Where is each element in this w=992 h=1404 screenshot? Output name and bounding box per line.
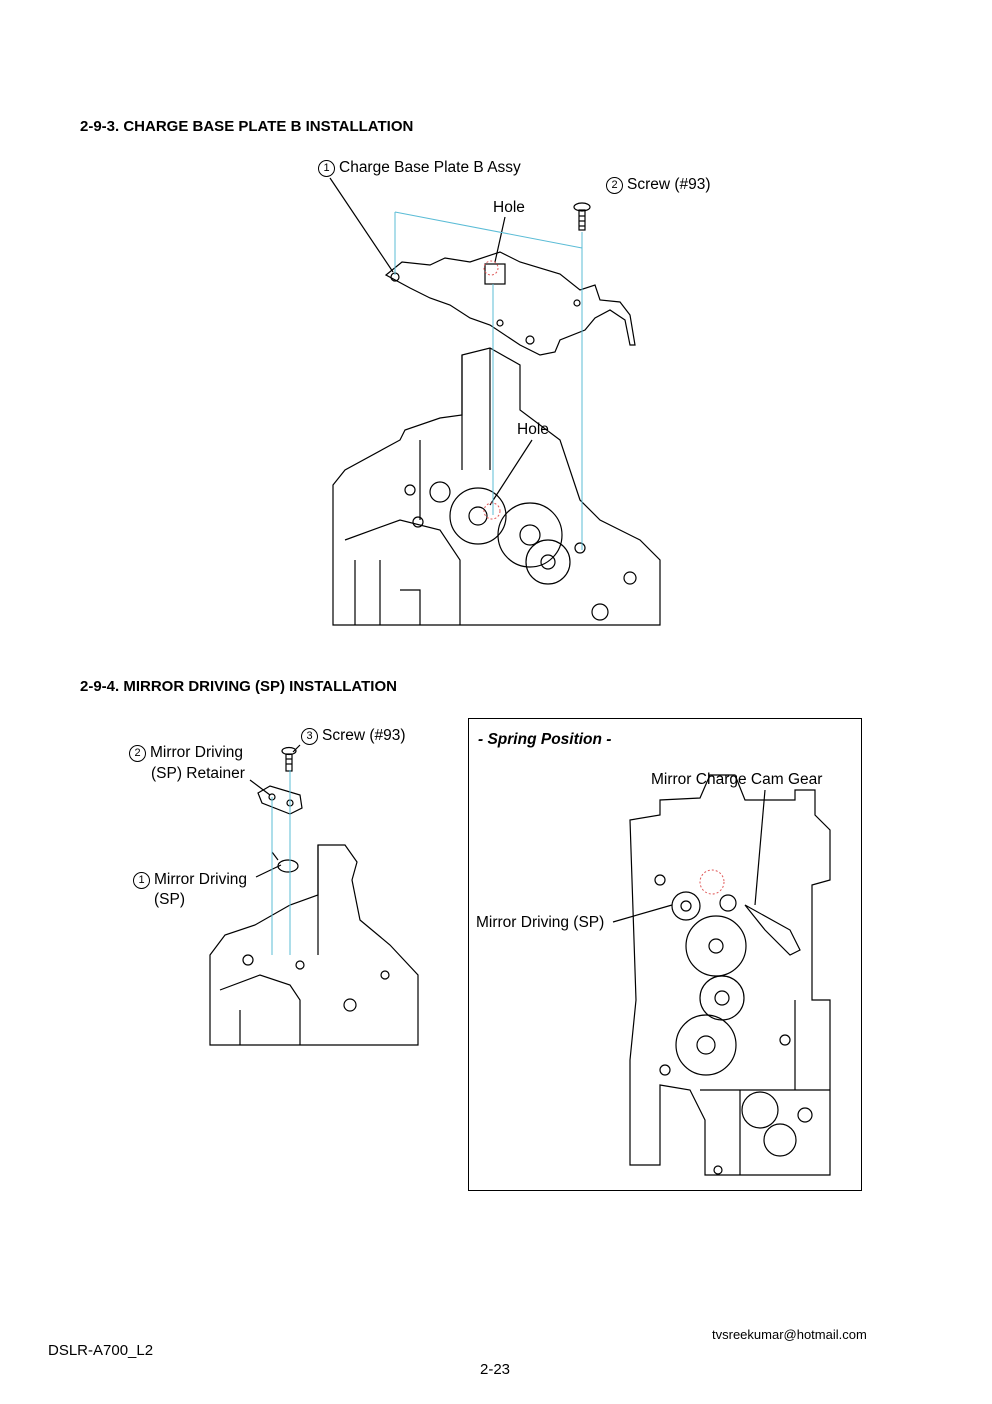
guide-line xyxy=(394,211,583,249)
chassis-outline-small xyxy=(209,844,419,1046)
callout-text: Screw (#93) xyxy=(322,727,406,744)
callout-text: Charge Base Plate B Assy xyxy=(339,159,521,176)
footer-page-number: 2-23 xyxy=(480,1361,511,1378)
gear-icon xyxy=(525,539,571,585)
callout-mirror-driving-retainer-line2: (SP) Retainer xyxy=(151,765,245,782)
hole-highlight xyxy=(483,502,501,520)
callout-text: Screw (#93) xyxy=(627,176,711,193)
callout-text: Mirror Driving xyxy=(154,871,247,888)
leader-line xyxy=(329,177,394,273)
gear-icon xyxy=(685,915,747,977)
leader-line xyxy=(494,216,506,263)
footer-model: DSLR-A700_L2 xyxy=(48,1342,154,1359)
charge-base-plate-outline xyxy=(384,251,636,356)
leader-line xyxy=(255,864,282,878)
hole-highlight xyxy=(483,260,499,276)
gear-icon xyxy=(675,1014,737,1076)
label-mirror-charge-cam-gear: Mirror Charge Cam Gear xyxy=(651,771,823,788)
label-hole-top: Hole xyxy=(493,199,525,216)
callout-number: 2 xyxy=(129,745,146,762)
cam-lever xyxy=(744,904,801,956)
spring-highlight xyxy=(699,869,725,895)
retainer-outline xyxy=(257,785,303,815)
section-heading-charge-base-plate: 2-9-3. CHARGE BASE PLATE B INSTALLATION xyxy=(80,118,414,135)
gear-icon xyxy=(671,891,701,921)
gear-icon xyxy=(497,502,563,568)
spring-icon xyxy=(277,859,299,873)
label-mirror-driving-sp: Mirror Driving (SP) xyxy=(476,914,605,931)
callout-number: 1 xyxy=(133,872,150,889)
leader-line xyxy=(489,439,533,506)
footer-email: tvsreekumar@hotmail.com xyxy=(712,1327,867,1342)
spring-position-title: - Spring Position - xyxy=(478,731,612,748)
leader-line xyxy=(292,744,301,753)
chassis-outline xyxy=(332,347,661,626)
callout-number: 1 xyxy=(318,160,335,177)
callout-mirror-driving-sp-line2: (SP) xyxy=(154,891,185,908)
section-heading-mirror-driving: 2-9-4. MIRROR DRIVING (SP) INSTALLATION xyxy=(80,678,397,695)
spring-position-panel xyxy=(468,718,862,1191)
leader-line xyxy=(612,904,673,923)
screw-icon xyxy=(573,202,591,231)
callout-text: Mirror Driving xyxy=(150,744,243,761)
callout-number: 3 xyxy=(301,728,318,745)
screw-icon xyxy=(281,746,297,772)
gear-icon xyxy=(449,487,507,545)
mechanism-outline xyxy=(629,774,831,1176)
callout-number: 2 xyxy=(606,177,623,194)
leader-line xyxy=(249,779,271,796)
leader-line xyxy=(754,789,766,906)
